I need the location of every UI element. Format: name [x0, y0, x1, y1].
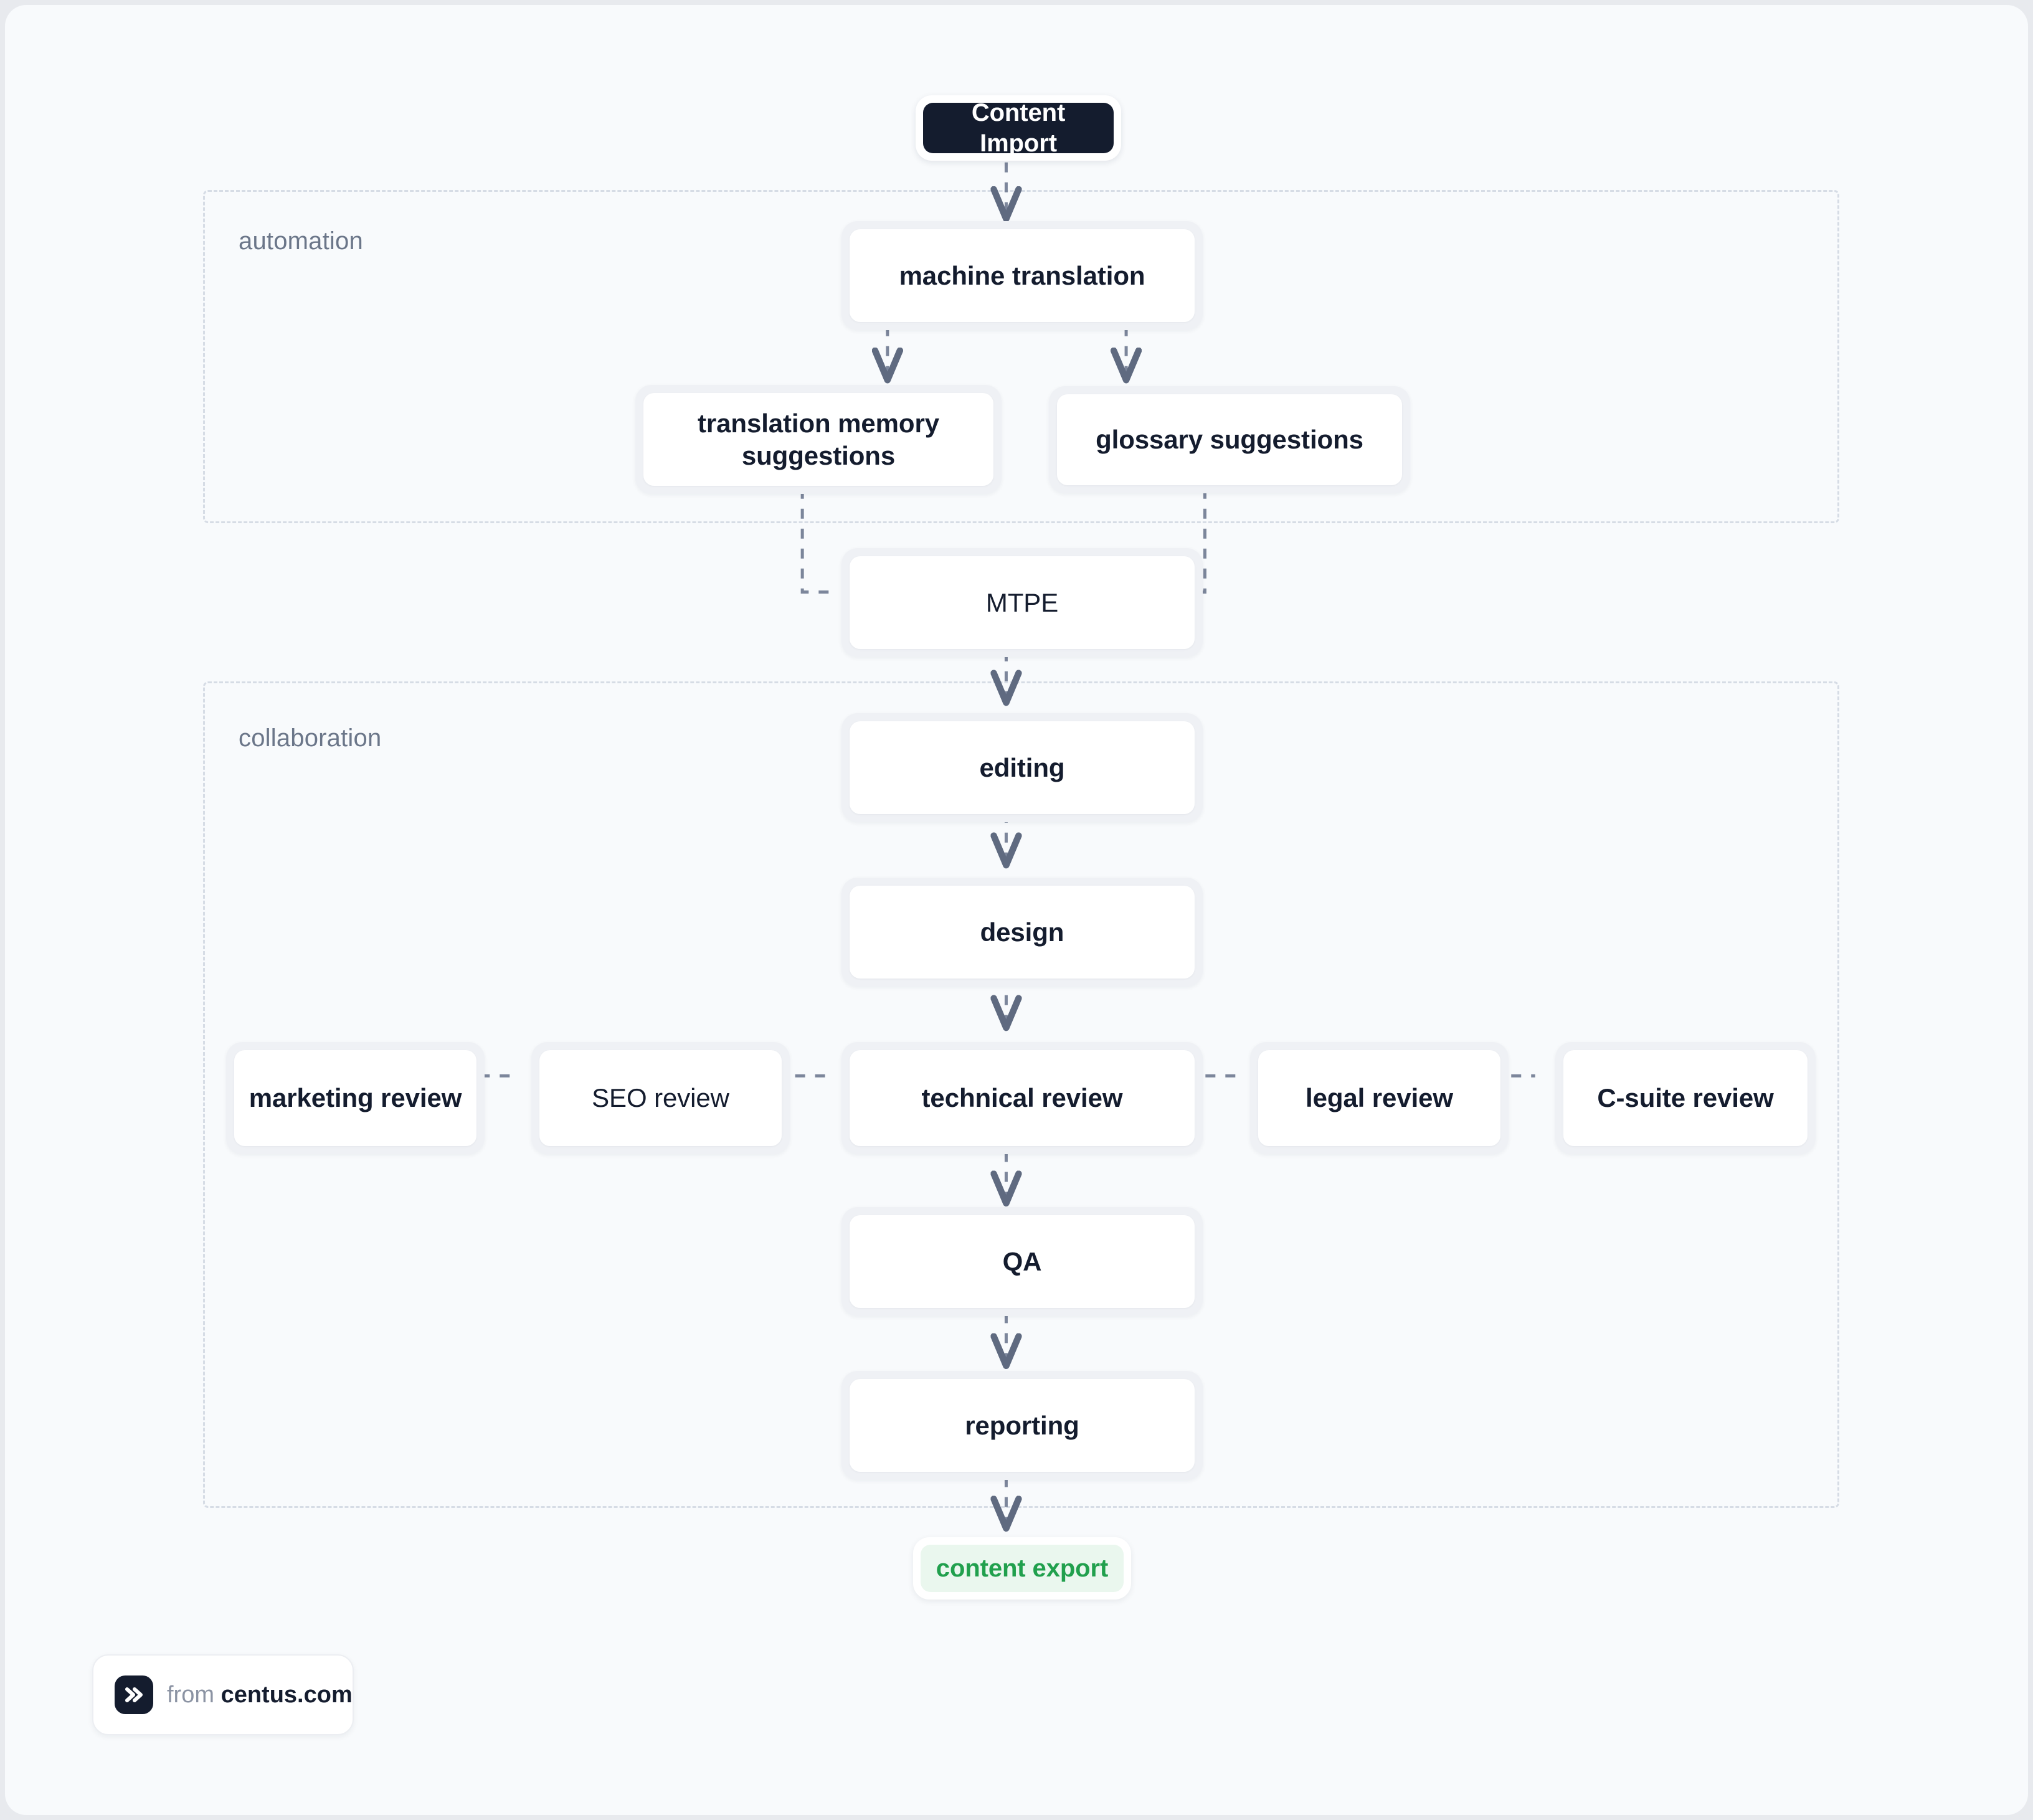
node-legal-review-label: legal review [1306, 1083, 1453, 1113]
node-mtpe[interactable]: MTPE [841, 548, 1203, 657]
node-c-suite-review-label: C-suite review [1597, 1083, 1774, 1113]
node-editing[interactable]: editing [841, 713, 1203, 822]
badge-prefix: from [167, 1681, 221, 1708]
node-glossary-suggestions[interactable]: glossary suggestions [1049, 386, 1410, 493]
node-technical-review[interactable]: technical review [841, 1042, 1203, 1154]
node-seo-review-label: SEO review [592, 1083, 729, 1113]
node-c-suite-review[interactable]: C-suite review [1555, 1042, 1816, 1154]
node-content-export-label: content export [936, 1554, 1109, 1582]
centus-logo-icon [115, 1675, 153, 1714]
node-reporting-inner: reporting [850, 1379, 1195, 1472]
node-editing-inner: editing [850, 721, 1195, 814]
node-content-import-inner: Content Import [923, 99, 1114, 157]
centus-attribution-badge[interactable]: from centus.com [92, 1654, 354, 1735]
node-seo-review[interactable]: SEO review [531, 1042, 790, 1154]
badge-domain: centus.com [220, 1681, 353, 1708]
node-design[interactable]: design [841, 878, 1203, 987]
node-content-import[interactable]: Content Import [916, 95, 1121, 161]
node-content-export[interactable]: content export [913, 1537, 1131, 1600]
node-reporting[interactable]: reporting [841, 1371, 1203, 1480]
node-c-suite-review-inner: C-suite review [1563, 1050, 1808, 1146]
node-content-export-inner: content export [921, 1545, 1124, 1592]
node-machine-translation[interactable]: machine translation [841, 221, 1203, 330]
node-translation-memory-suggestions-label: translation memory suggestions [698, 409, 939, 470]
diagram-canvas: automation collaboration [5, 5, 2028, 1815]
node-qa-inner: QA [850, 1215, 1195, 1308]
node-reporting-label: reporting [965, 1410, 1079, 1440]
node-technical-review-label: technical review [921, 1083, 1123, 1113]
node-editing-label: editing [979, 752, 1065, 782]
node-marketing-review-label: marketing review [249, 1083, 462, 1113]
node-qa[interactable]: QA [841, 1207, 1203, 1316]
node-machine-translation-inner: machine translation [850, 229, 1195, 322]
node-design-label: design [980, 917, 1064, 947]
node-mtpe-inner: MTPE [850, 556, 1195, 649]
badge-text: from centus.com [167, 1682, 353, 1709]
node-content-import-label: Content Import [971, 98, 1066, 157]
node-translation-memory-suggestions-inner: translation memory suggestions [643, 393, 993, 486]
group-label-automation: automation [239, 227, 363, 255]
node-legal-review-inner: legal review [1258, 1050, 1500, 1146]
node-glossary-suggestions-label: glossary suggestions [1096, 425, 1363, 455]
node-qa-label: QA [1002, 1246, 1042, 1276]
node-translation-memory-suggestions[interactable]: translation memory suggestions [635, 385, 1002, 494]
node-seo-review-inner: SEO review [539, 1050, 782, 1146]
group-label-collaboration: collaboration [239, 724, 382, 752]
node-design-inner: design [850, 886, 1195, 979]
node-marketing-review-inner: marketing review [234, 1050, 476, 1146]
node-technical-review-inner: technical review [850, 1050, 1195, 1146]
node-machine-translation-label: machine translation [899, 260, 1145, 290]
node-mtpe-label: MTPE [985, 587, 1059, 617]
node-glossary-suggestions-inner: glossary suggestions [1057, 394, 1402, 485]
node-marketing-review[interactable]: marketing review [226, 1042, 485, 1154]
node-legal-review[interactable]: legal review [1250, 1042, 1509, 1154]
